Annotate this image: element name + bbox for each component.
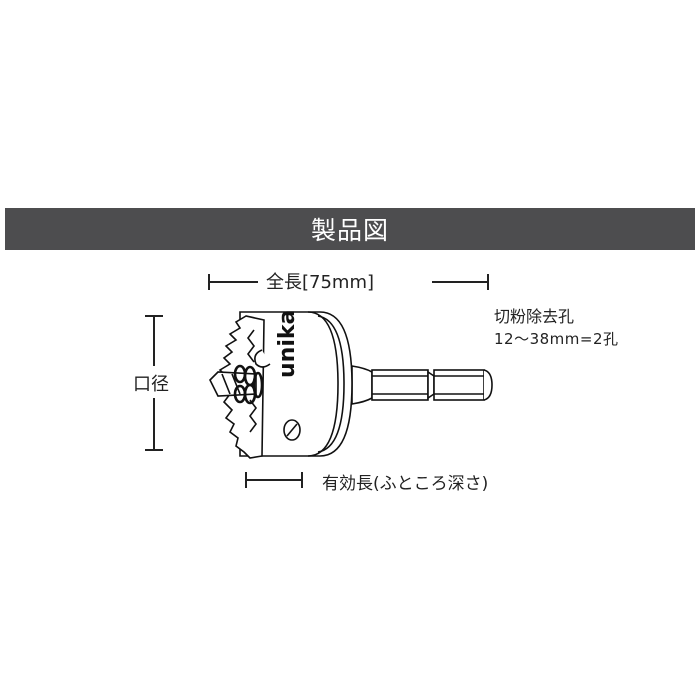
effective-length-dimension — [245, 472, 303, 488]
effective-length-label: 有効長(ふところ深さ) — [322, 474, 489, 494]
diameter-dimension — [145, 315, 163, 451]
hole-saw-illustration: unika — [209, 310, 493, 459]
product-drawing-banner: 製品図 — [5, 208, 695, 250]
diameter-label: 口径 — [133, 374, 169, 395]
brand-mark: unika — [275, 310, 300, 378]
chip-removal-detail: 12〜38mm=2孔 — [494, 330, 619, 348]
chip-removal-title: 切粉除去孔 — [494, 307, 575, 326]
overall-length-label: 全長[75mm] — [266, 272, 375, 293]
banner-title: 製品図 — [310, 216, 389, 245]
overall-length-dimension — [208, 274, 489, 290]
